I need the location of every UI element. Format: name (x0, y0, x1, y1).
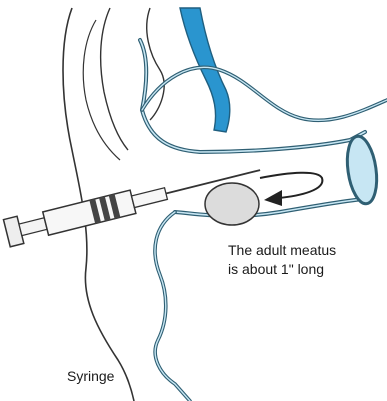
concha-curve (147, 8, 164, 120)
canal-upper-wall (140, 40, 365, 152)
pinna-inner-fold (101, 8, 128, 150)
tragus-line-inner (155, 212, 190, 401)
canal-upper-wall-inner (140, 40, 365, 152)
flow-arrow (260, 173, 322, 198)
flow-arrowhead (264, 190, 282, 206)
syringe-plunger-rod (19, 218, 47, 236)
meatus-annotation: The adult meatus is about 1" long (228, 241, 378, 279)
wax-plug (205, 183, 259, 225)
meatus-line-2: is about 1" long (228, 260, 378, 279)
syringe-tip (132, 188, 168, 208)
tragus-line (155, 212, 190, 401)
meatus-line-1: The adult meatus (228, 241, 378, 260)
syringe-barrel (43, 190, 136, 235)
eardrum (343, 134, 380, 205)
syringe-label: Syringe (67, 367, 114, 386)
upper-skin-line (142, 67, 387, 120)
